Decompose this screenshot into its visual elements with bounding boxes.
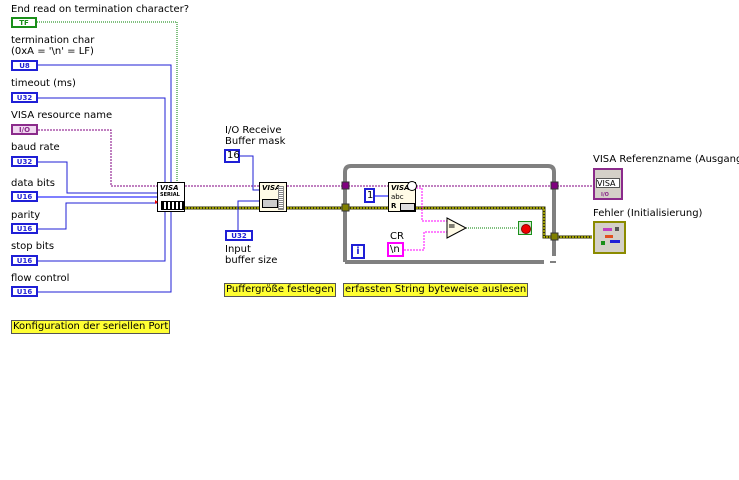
visa-serial-title: VISA [160,184,179,192]
parity-control[interactable]: U16 [11,223,38,234]
type-u16: U16 [16,193,33,201]
type-tf: TF [19,19,29,27]
equal-function [446,217,468,239]
visa-read-node[interactable]: VISA abc R [388,181,417,212]
type-u32: U32 [16,158,33,166]
error-out-indicator[interactable] [593,221,626,254]
visa-read-r: R [391,202,397,210]
flow-control-control[interactable]: U16 [11,286,38,297]
term-char-control[interactable]: U8 [11,60,38,71]
error-bool-icon [601,241,605,245]
wire-buffer-mask [240,155,259,191]
data-bits-control[interactable]: U16 [11,191,38,202]
buffer-icon [262,199,278,208]
label-cr: CR [390,231,404,242]
visa-configure-serial-node[interactable]: VISA SERIAL [155,182,185,212]
error-source-icon [605,235,613,238]
label-visa-resource: VISA resource name [11,110,113,121]
label-parity: parity [11,210,41,221]
tunnel-error-in [341,203,350,212]
while-loop [343,164,556,262]
stop-icon [521,224,531,234]
wire-parity [38,202,157,230]
loop-stop-condition[interactable] [518,221,532,235]
label-data-bits: data bits [11,178,55,189]
error-code-icon [615,227,619,231]
label-flow-control: flow control [11,273,70,284]
tunnel-error-out [550,232,559,241]
equal-symbol: = [448,222,456,232]
stop-bits-control[interactable]: U16 [11,255,38,266]
baud-rate-control[interactable]: U32 [11,156,38,167]
wire-cr [404,231,447,251]
tunnel-visa-in [341,181,350,190]
wire-baud-rate [38,161,157,194]
type-io: I/O [18,126,31,134]
label-input-buffer-1: Input [225,244,251,255]
visa-read-title: VISA [391,184,410,192]
comment-config: Konfiguration der seriellen Port [11,320,171,334]
input-buffer-size-control[interactable]: U32 [225,230,253,241]
visa-read-abc: abc [391,193,404,201]
label-baud-rate: baud rate [11,142,60,153]
visa-serial-sub: SERIAL [160,192,180,198]
visa-ref-type: I/O [601,192,609,198]
label-timeout: timeout (ms) [11,78,76,89]
wire-end-read [35,21,178,183]
label-error-out: Fehler (Initialisierung) [593,208,703,219]
error-status-icon [603,228,612,231]
type-u16: U16 [16,288,33,296]
required-input-icon [155,200,158,204]
timeout-control[interactable]: U32 [11,92,38,103]
end-read-control[interactable]: TF [11,17,37,28]
comment-read: erfassten String byteweise auslesen [343,283,529,297]
type-u16: U16 [16,225,33,233]
cr-string-constant[interactable]: \n [387,242,404,257]
wire-read-string [416,187,447,222]
buffer-mask-constant[interactable]: 16 [224,149,240,163]
type-u32: U32 [231,232,247,240]
buffer-bar-icon [278,186,284,210]
label-term-char-2: (0xA = '\n' = LF) [11,46,94,57]
label-io-receive-1: I/O Receive [225,125,282,136]
label-end-read: End read on termination character? [11,4,190,15]
visa-set-buffer-title: VISA [262,184,281,192]
label-term-char-1: termination char [11,35,95,46]
type-u16: U16 [16,257,33,265]
wire-visa-resource [38,129,157,187]
wire-flow-control [38,212,172,293]
read-port-icon [400,203,415,211]
wire-timeout [38,97,166,183]
bytes-to-read-constant[interactable]: 1 [364,188,375,203]
type-u32: U32 [16,94,33,102]
visa-ref-indicator[interactable]: VISA I/O [593,168,623,200]
visa-set-buffer-size-node[interactable]: VISA [259,182,287,212]
wire-term-char [38,64,172,183]
error-num-icon [610,240,620,243]
wire-error [185,206,592,239]
tunnel-visa-out [550,181,559,190]
type-u8: U8 [19,62,30,70]
clock-icon [407,181,417,191]
visa-resource-control[interactable]: I/O [11,124,38,135]
wire-stop-bits [38,212,166,262]
loop-iteration-terminal: i [351,244,365,259]
label-input-buffer-2: buffer size [225,255,278,266]
serial-port-icon [161,201,184,210]
label-io-receive-2: Buffer mask [225,136,286,147]
wire-input-buffer [237,200,259,230]
visa-ref-display: VISA [596,178,620,188]
label-stop-bits: stop bits [11,241,55,252]
label-visa-ref-out: VISA Referenzname (Ausgang 1) [593,154,739,165]
comment-buffer: Puffergröße festlegen [224,283,336,297]
